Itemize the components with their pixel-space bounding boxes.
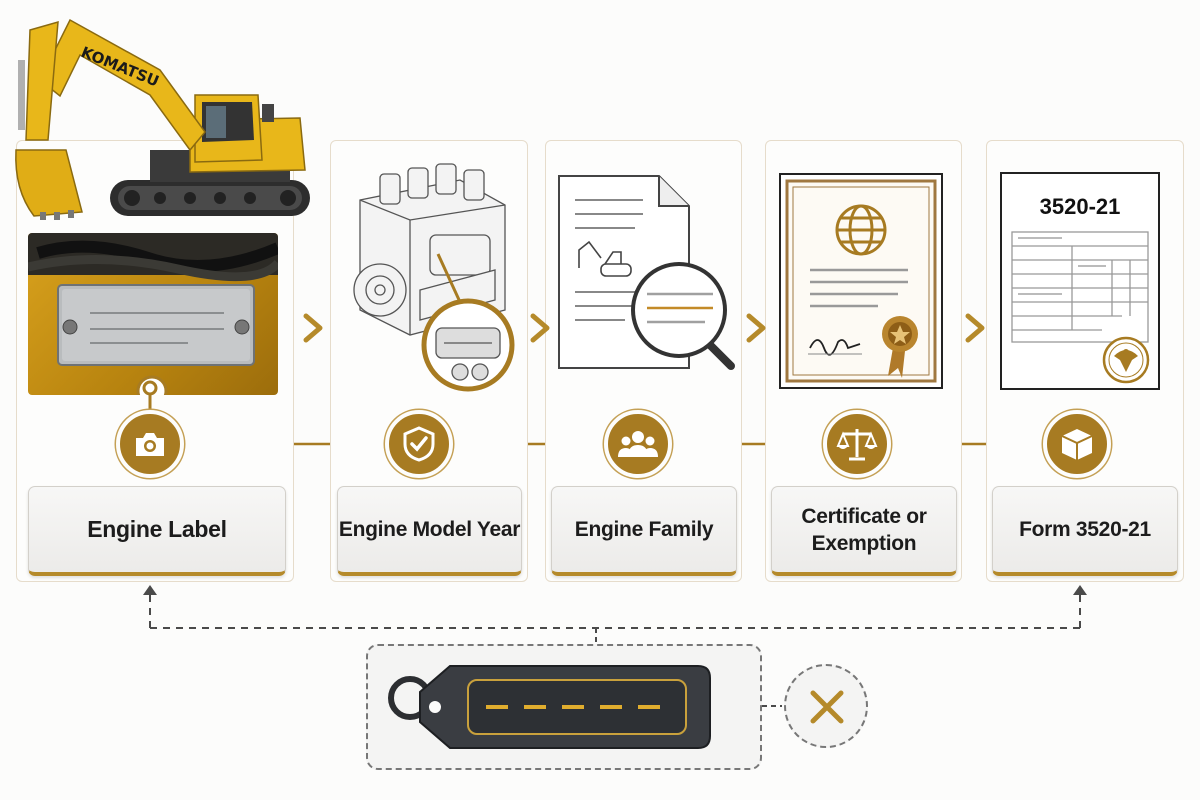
form-number-heading: 3520-21 — [1039, 194, 1121, 219]
box-icon — [1061, 429, 1093, 460]
step-icon-circle — [1043, 410, 1111, 478]
chevron-right-icon — [746, 313, 766, 343]
chevron-right-icon — [965, 313, 985, 343]
status-x-circle — [784, 664, 868, 748]
camera-icon — [136, 433, 164, 456]
step-icon-circle — [604, 410, 672, 478]
close-x-icon — [810, 690, 844, 724]
chevron-right-icon — [303, 313, 323, 343]
step-icon-circle — [116, 410, 184, 478]
document-magnifier-illustration — [558, 175, 735, 370]
certificate-illustration — [779, 173, 943, 389]
step-label-engine-label: Engine Label — [28, 486, 286, 576]
scales-icon — [836, 429, 878, 461]
step-icon-circle — [385, 410, 453, 478]
chevron-right-icon — [530, 313, 550, 343]
engine-drawing — [353, 163, 515, 392]
step-label-certificate: Certificate or Exemption — [771, 486, 957, 576]
people-icon — [618, 431, 658, 457]
step-icon-circle — [823, 410, 891, 478]
step-label-model-year: Engine Model Year — [337, 486, 522, 576]
engine-label-photo — [28, 233, 278, 395]
form-document: 3520-21 — [1000, 172, 1160, 390]
step-label-form: Form 3520-21 — [992, 486, 1178, 576]
blank-tag — [388, 665, 711, 749]
shield-check-icon — [403, 426, 435, 462]
step-label-engine-family: Engine Family — [551, 486, 737, 576]
excavator-illustration: KOMATSU — [15, 18, 310, 220]
